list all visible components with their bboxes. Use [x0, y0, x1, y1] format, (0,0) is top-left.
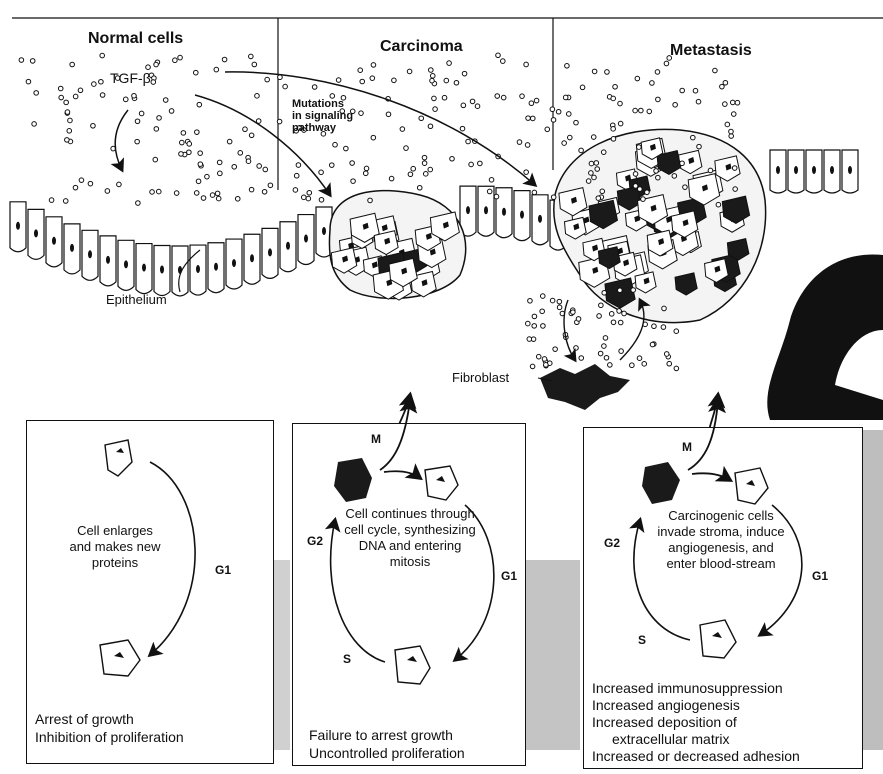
metastasis-cycle: [634, 400, 802, 658]
normal-cycle: [100, 440, 195, 676]
carcinoma-cycle: [331, 400, 494, 684]
